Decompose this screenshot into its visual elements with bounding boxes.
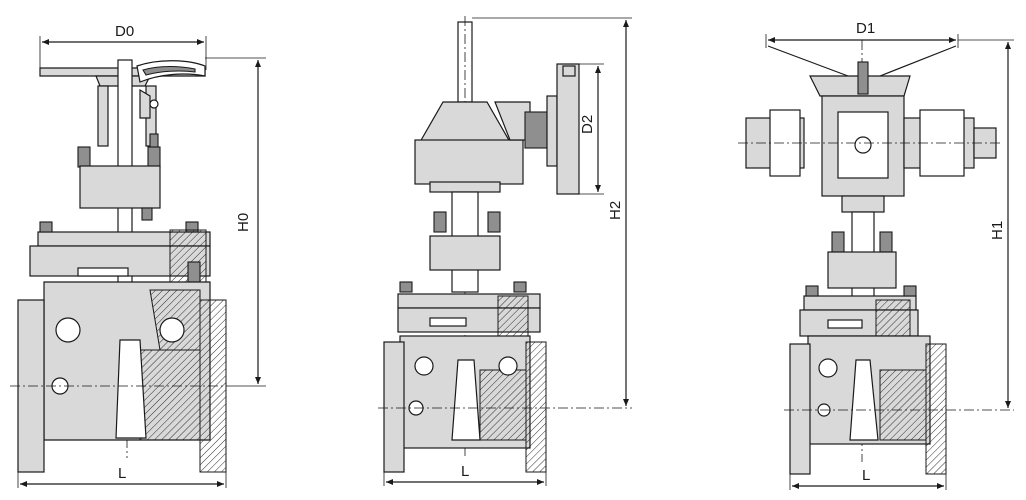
- bonnet: [29, 221, 211, 291]
- dim-label-d1: D1: [856, 20, 875, 37]
- gearbox-gate-valve: D2 H2 L: [378, 16, 632, 486]
- dim-d2: D2: [578, 63, 604, 195]
- dim-h0: H0: [205, 57, 266, 387]
- dim-l-1: L: [17, 465, 227, 488]
- yoke-3: [799, 211, 919, 347]
- valve-body-3: [784, 335, 1014, 475]
- electric-gate-valve: D1 H1 L: [738, 20, 1014, 490]
- dim-label-l-2: L: [461, 463, 469, 480]
- gearbox: [414, 101, 531, 193]
- handwheel: [39, 60, 206, 87]
- handwheel-gate-valve: D0 H0 L: [10, 23, 266, 488]
- actuator-handwheel: [767, 45, 957, 97]
- dim-l-3: L: [789, 467, 947, 490]
- dim-l-2: L: [383, 463, 547, 486]
- dim-label-d2: D2: [579, 115, 596, 134]
- dim-label-h2: H2: [607, 201, 624, 220]
- valve-body: [10, 281, 236, 473]
- gear-handwheel: [524, 63, 580, 195]
- dim-label-l-3: L: [862, 467, 870, 484]
- dim-label-h1: H1: [989, 221, 1006, 240]
- yoke-2: [397, 191, 541, 337]
- dim-label-l-1: L: [118, 465, 126, 482]
- electric-actuator: [738, 95, 1002, 213]
- dim-h1: H1: [958, 39, 1014, 408]
- dim-label-d0: D0: [115, 23, 134, 40]
- valve-body-2: [378, 335, 632, 473]
- dim-label-h0: H0: [235, 213, 252, 232]
- dim-d1: D1: [765, 20, 959, 48]
- dim-d0: D0: [39, 23, 207, 70]
- dim-h2: H2: [472, 17, 632, 406]
